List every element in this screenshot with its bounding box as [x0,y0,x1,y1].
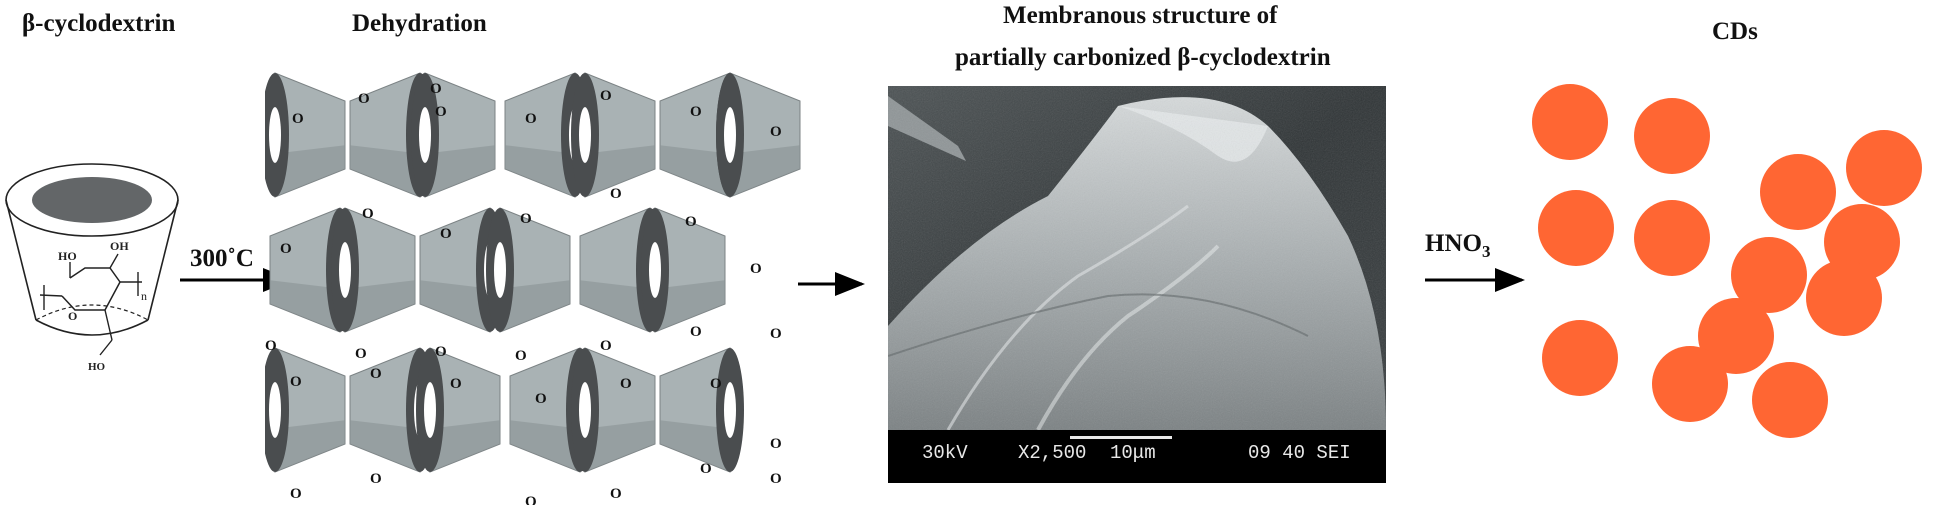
carbon-dot [1538,190,1614,266]
bridge-oxygen-label: O [265,338,277,354]
bridge-oxygen-label: O [770,124,782,140]
label-cds: CDs [1712,18,1758,45]
bridge-oxygen-label: O [440,226,452,242]
bridge-oxygen-label: O [535,391,547,407]
sem-micrograph [888,86,1386,430]
carbon-dot [1698,298,1774,374]
network-cone [331,207,416,333]
bridge-oxygen-label: O [600,338,612,354]
bridge-oxygen-label: O [610,186,622,202]
network-cone [716,72,801,198]
molecule-ho-bottom: HO [88,361,106,373]
carbon-dot [1760,154,1836,230]
network-cone [265,347,346,473]
bridge-oxygen-label: O [515,348,527,364]
molecule-oh-right: OH [110,239,129,253]
network-cone [571,347,656,473]
bridge-oxygen-label: O [770,471,782,487]
bridge-oxygen-label: O [430,81,442,97]
bridge-oxygen-label: O [620,376,632,392]
network-cone [659,347,744,473]
bridge-oxygen-label: O [370,471,382,487]
bridge-oxygen-label: O [362,206,374,222]
carbon-dot [1806,260,1882,336]
label-membranous-structure: Membranous structure of [1003,2,1278,29]
network-cone [486,207,571,333]
bridge-oxygen-label: O [280,241,292,257]
bridge-oxygen-label: O [520,211,532,227]
bridge-oxygen-label: O [435,104,447,120]
condition-nitric-acid: HNO3 [1425,230,1491,261]
sem-scale-bar [1070,436,1172,439]
carbon-dot [1652,346,1728,422]
bridge-oxygen-label: O [600,88,612,104]
sem-magnification: X2,500 [1018,442,1087,464]
bridge-oxygen-label: O [770,326,782,342]
sem-voltage: 30kV [922,442,968,464]
sem-code: 09 40 SEI [1248,442,1351,464]
bridge-oxygen-label: O [355,346,367,362]
sem-info-bar: 30kV X2,500 10μm 09 40 SEI [888,430,1386,483]
bridge-oxygen-label: O [750,261,762,277]
condition-temperature: 300˚C [190,245,254,272]
carbon-dots [1532,84,1922,438]
network-cone [411,72,496,198]
bridge-oxygen-label: O [370,366,382,382]
bridge-oxygen-label: O [435,344,447,360]
carbon-dot [1634,200,1710,276]
bridge-oxygen-label: O [770,436,782,452]
molecule-ring-o: O [68,309,77,323]
carbon-dot [1542,320,1618,396]
carbon-dot [1634,98,1710,174]
molecule-repeat-n: n [141,289,147,303]
bridge-oxygen-label: O [690,324,702,340]
carbon-dot [1846,130,1922,206]
bridge-oxygen-label: O [450,376,462,392]
bridge-oxygen-label: O [290,486,302,502]
network-cone [641,207,726,333]
label-partially-carbonized: partially carbonized β-cyclodextrin [955,44,1331,71]
label-beta-cyclodextrin: β-cyclodextrin [22,10,176,37]
carbon-dot [1752,362,1828,438]
bridge-oxygen-label: O [525,494,537,505]
bridge-oxygen-label: O [685,214,697,230]
sem-scale-label: 10μm [1110,442,1156,464]
molecule-ho-left: HO [58,249,77,263]
bridge-oxygen-label: O [525,111,537,127]
dehydrated-network: OOOOOOOOOOOOOOOOOOOOOOOOOOOOOOOOOOOO [265,72,801,505]
cyclodextrin-molecule: HO OH O HO n [5,163,179,373]
bridge-oxygen-label: O [610,486,622,502]
bridge-oxygen-label: O [292,111,304,127]
network-cone [416,347,501,473]
bridge-oxygen-label: O [710,376,722,392]
bridge-oxygen-label: O [290,374,302,390]
bridge-oxygen-label: O [690,104,702,120]
network-cone [571,72,656,198]
bridge-oxygen-label: O [358,91,370,107]
bridge-oxygen-label: O [700,461,712,477]
label-dehydration: Dehydration [352,10,487,37]
carbon-dot [1731,237,1807,313]
carbon-dot [1532,84,1608,160]
network-cone [265,72,346,198]
